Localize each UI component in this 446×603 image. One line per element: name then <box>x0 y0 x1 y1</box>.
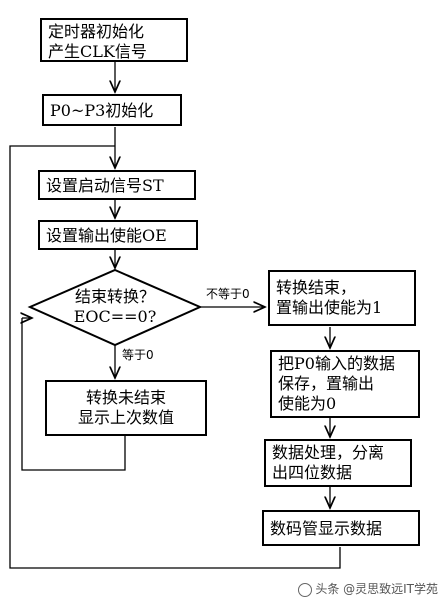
display-digits-label: 数码管显示数据 <box>270 519 383 538</box>
conversion-done-line-2: 置输出使能为1 <box>276 298 383 317</box>
not-done-line-2: 显示上次数值 <box>77 408 174 427</box>
save-p0-box: 把P0输入的数据 保存，置输出 使能为0 <box>270 350 420 418</box>
init-timer-box: 定时器初始化 产生CLK信号 <box>40 18 188 62</box>
decision-text: 结束转换？ EOC==0? <box>55 287 175 327</box>
label-not-equal: 不等于0 <box>206 287 250 301</box>
init-timer-line-2: 产生CLK信号 <box>48 42 147 61</box>
process-data-line-1: 数据处理，分离 <box>272 443 385 462</box>
init-ports-box: P0~P3初始化 <box>42 94 182 126</box>
decision-diamond <box>27 268 203 347</box>
process-data-line-2: 出四位数据 <box>272 463 353 482</box>
save-p0-line-1: 把P0输入的数据 <box>278 354 395 373</box>
watermark: 头条 @灵思致远IT学苑 <box>298 580 438 597</box>
set-output-enable-label: 设置输出使能OE <box>46 226 167 245</box>
save-p0-line-2: 保存，置输出 <box>278 374 375 393</box>
watermark-text: 头条 @灵思致远IT学苑 <box>315 582 438 596</box>
decision-line-2: EOC==0? <box>73 307 157 326</box>
process-data-box: 数据处理，分离 出四位数据 <box>264 439 412 487</box>
watermark-logo-icon <box>298 582 313 597</box>
not-done-box: 转换未结束 显示上次数值 <box>45 380 207 436</box>
save-p0-line-3: 使能为0 <box>278 394 337 413</box>
conversion-done-box: 转换结束， 置输出使能为1 <box>268 270 416 326</box>
not-done-line-1: 转换未结束 <box>85 388 166 407</box>
label-equal: 等于0 <box>122 348 154 362</box>
conversion-done-line-1: 转换结束， <box>276 278 357 297</box>
init-timer-line-1: 定时器初始化 <box>48 22 145 41</box>
set-start-box: 设置启动信号ST <box>38 170 196 200</box>
set-output-enable-box: 设置输出使能OE <box>38 220 198 250</box>
display-digits-box: 数码管显示数据 <box>262 510 420 546</box>
decision-line-1: 结束转换？ <box>74 287 155 306</box>
set-start-label: 设置启动信号ST <box>46 176 164 195</box>
init-ports-label: P0~P3初始化 <box>50 101 154 120</box>
